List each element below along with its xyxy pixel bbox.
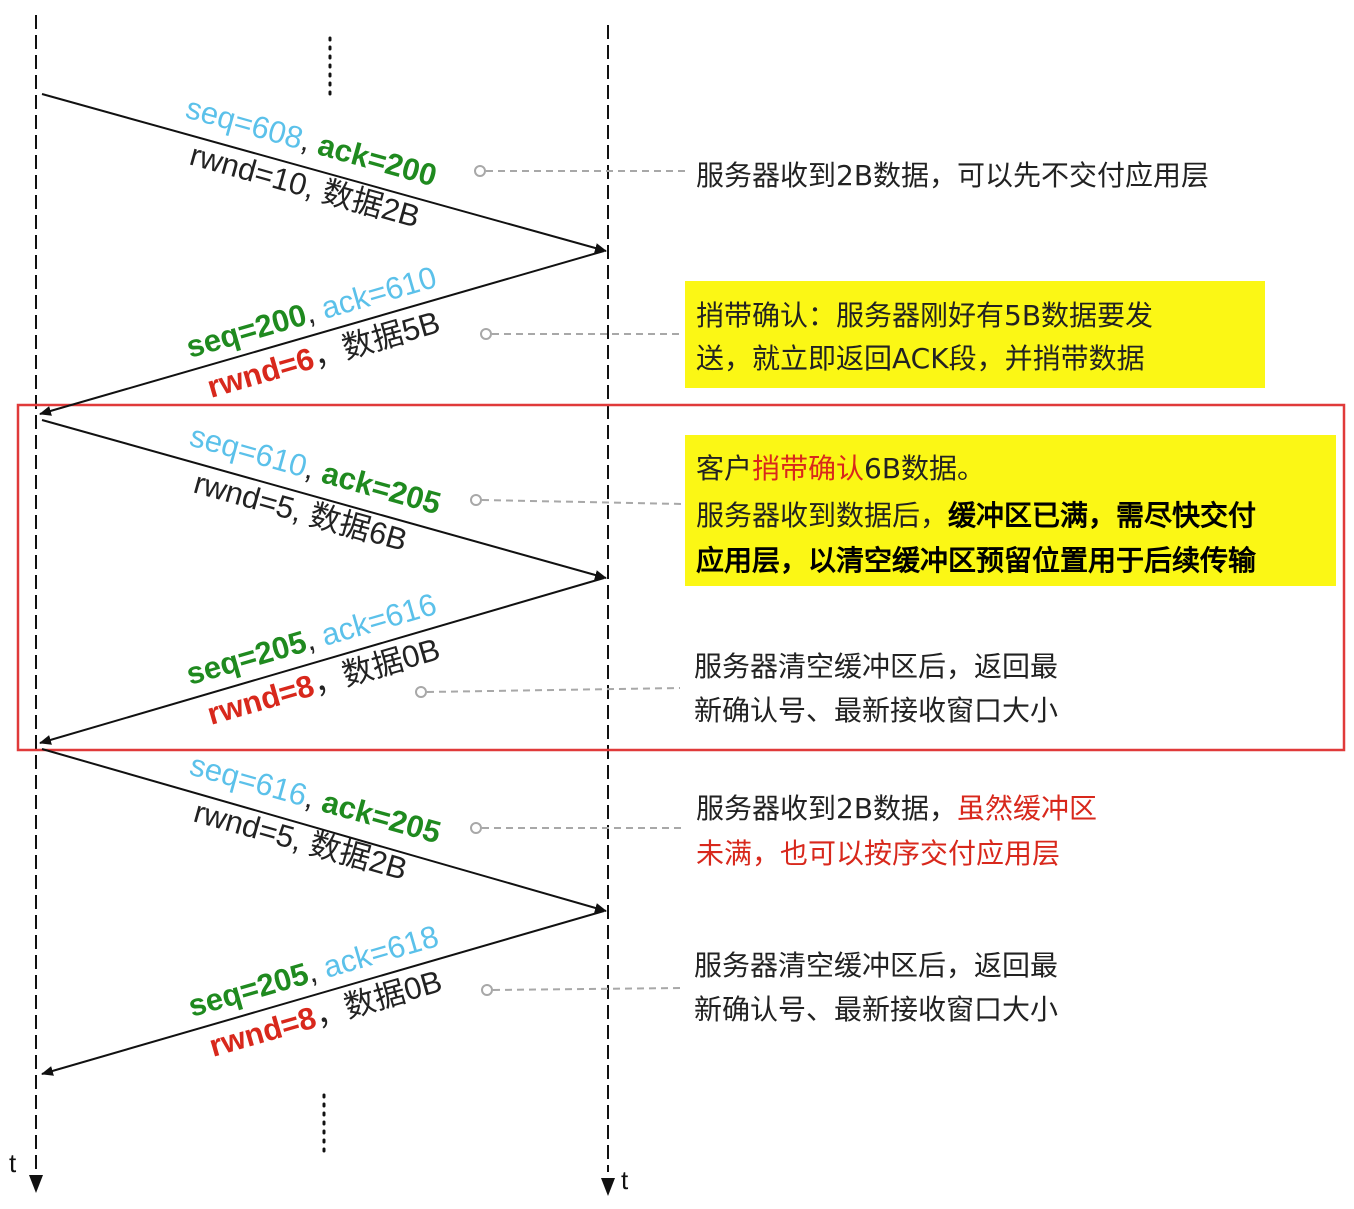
note-line: 服务器收到数据后，缓冲区已满，需尽快交付: [696, 499, 1256, 532]
note-segment: 服务器清空缓冲区后，返回最: [694, 650, 1058, 683]
note-line: 未满，也可以按序交付应用层: [696, 837, 1060, 870]
note-segment: 服务器清空缓冲区后，返回最: [694, 949, 1058, 982]
leader-anchor: [470, 822, 482, 834]
note-n3: 客户捎带确认6B数据。服务器收到数据后，缓冲区已满，需尽快交付应用层，以清空缓冲…: [696, 452, 1257, 577]
message-arrow: [41, 910, 605, 1076]
highlight-frame: [16, 403, 1346, 752]
note-segment: 新确认号、最新接收窗口大小: [694, 993, 1058, 1026]
note-line: 服务器收到2B数据，虽然缓冲区: [696, 792, 1097, 825]
note-segment: 服务器收到数据后，: [696, 499, 948, 532]
note-segment: 客户: [696, 452, 752, 485]
note-line: 应用层，以清空缓冲区预留位置用于后续传输: [696, 544, 1257, 577]
client-time-label: t: [9, 1148, 17, 1178]
leader-anchor: [470, 494, 482, 506]
note-segment: 应用层，以清空缓冲区预留位置用于后续传输: [696, 544, 1257, 577]
note-line: 服务器清空缓冲区后，返回最: [694, 949, 1058, 982]
note-segment: 新确认号、最新接收窗口大小: [694, 694, 1058, 727]
leader-line: [481, 499, 685, 505]
leader-line: [492, 987, 682, 991]
leader-anchor: [480, 328, 492, 340]
server-time-label: t: [621, 1165, 629, 1195]
note-line: 捎带确认：服务器刚好有5B数据要发: [696, 299, 1153, 332]
note-segment: 捎带确认：服务器刚好有5B数据要发: [696, 299, 1153, 332]
message-arrow: [41, 748, 607, 913]
note-line: 新确认号、最新接收窗口大小: [694, 694, 1058, 727]
note-segment: 送，就立即返回ACK段，并捎带数据: [696, 342, 1145, 375]
client-time-arrow-icon: [29, 1175, 43, 1193]
note-segment: 捎带确认: [752, 452, 864, 485]
message-arrow: [41, 93, 607, 253]
leader-anchor: [415, 686, 427, 698]
note-line: 客户捎带确认6B数据。: [696, 452, 985, 485]
note-line: 新确认号、最新接收窗口大小: [694, 993, 1058, 1026]
leader-anchor: [474, 165, 486, 177]
note-segment: 虽然缓冲区: [957, 792, 1097, 825]
note-highlight-box: [685, 435, 1336, 586]
message-arrow: [41, 419, 607, 580]
note-line: 服务器清空缓冲区后，返回最: [694, 650, 1058, 683]
note-segment: 未满，也可以按序交付应用层: [696, 837, 1060, 870]
notes-layer: 服务器收到2B数据，可以先不交付应用层捎带确认：服务器刚好有5B数据要发送，就立…: [694, 159, 1257, 1026]
note-segment: 服务器收到2B数据，: [696, 792, 957, 825]
leader-lines: [415, 165, 686, 996]
note-segment: 缓冲区已满，需尽快交付: [948, 499, 1256, 532]
leader-line: [426, 687, 681, 693]
server-time-arrow-icon: [601, 1178, 615, 1196]
note-highlight-box: [685, 281, 1265, 388]
leader-anchor: [481, 984, 493, 996]
note-segment: 6B数据。: [864, 452, 985, 485]
note-n1: 服务器收到2B数据，可以先不交付应用层: [696, 159, 1209, 192]
note-line: 送，就立即返回ACK段，并捎带数据: [696, 342, 1145, 375]
note-segment: 服务器收到2B数据，可以先不交付应用层: [696, 159, 1209, 192]
message-arrow: [39, 577, 605, 745]
note-line: 服务器收到2B数据，可以先不交付应用层: [696, 159, 1209, 192]
message-arrow: [39, 250, 605, 416]
